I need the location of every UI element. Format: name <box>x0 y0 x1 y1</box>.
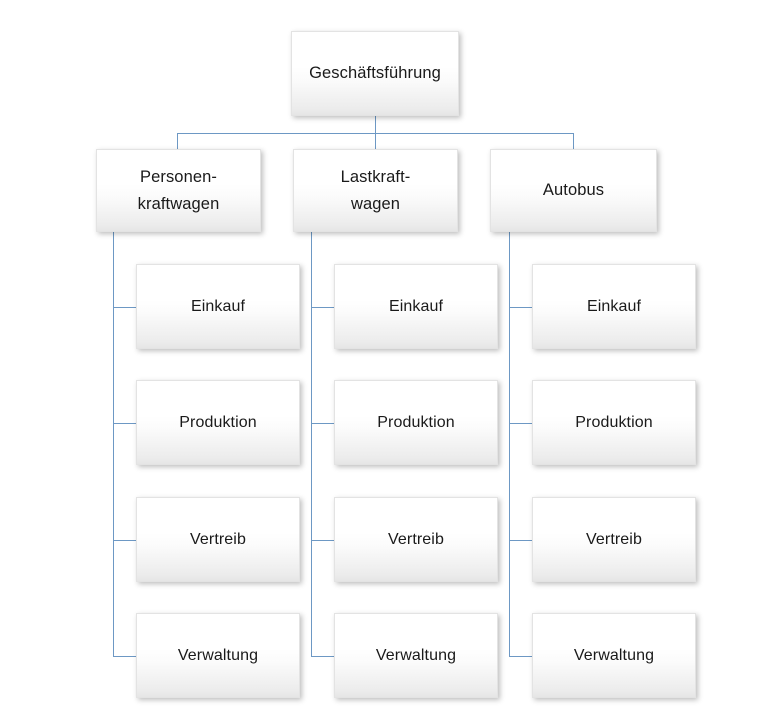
node-dept-bus-verwaltung[interactable]: Verwaltung <box>532 613 696 698</box>
node-dept-bus-einkauf[interactable]: Einkauf <box>532 264 696 349</box>
connector-stub-1-1 <box>113 307 136 308</box>
node-label: Produktion <box>179 413 257 431</box>
node-dept-pkw-produktion[interactable]: Produktion <box>136 380 300 465</box>
node-label: Personen- kraftwagen <box>137 167 220 213</box>
connector-drop-division-3 <box>573 133 574 149</box>
node-label: Verwaltung <box>573 646 655 664</box>
connector-stub-2-2 <box>311 423 334 424</box>
connector-stub-1-3 <box>113 540 136 541</box>
node-dept-pkw-einkauf[interactable]: Einkauf <box>136 264 300 349</box>
connector-stub-3-4 <box>509 656 532 657</box>
node-label: Einkauf <box>190 297 246 315</box>
node-label: Vertreib <box>190 530 246 548</box>
connector-stub-1-4 <box>113 656 136 657</box>
node-dept-bus-vertreib[interactable]: Vertreib <box>532 497 696 582</box>
node-division-autobus[interactable]: Autobus <box>490 149 657 232</box>
node-division-lastkraftwagen[interactable]: Lastkraft- wagen <box>293 149 458 232</box>
connector-stub-2-3 <box>311 540 334 541</box>
node-dept-lkw-verwaltung[interactable]: Verwaltung <box>334 613 498 698</box>
node-dept-pkw-vertreib[interactable]: Vertreib <box>136 497 300 582</box>
connector-stub-1-2 <box>113 423 136 424</box>
node-dept-lkw-einkauf[interactable]: Einkauf <box>334 264 498 349</box>
connector-stub-2-4 <box>311 656 334 657</box>
connector-spine-division-2 <box>311 232 312 656</box>
node-dept-pkw-verwaltung[interactable]: Verwaltung <box>136 613 300 698</box>
connector-root-bus <box>177 133 574 134</box>
connector-stub-2-1 <box>311 307 334 308</box>
node-root-geschaeftsfuehrung[interactable]: Geschäftsführung <box>291 31 459 116</box>
connector-drop-division-2 <box>375 133 376 149</box>
node-dept-bus-produktion[interactable]: Produktion <box>532 380 696 465</box>
node-label: Autobus <box>542 181 605 200</box>
node-label: Verwaltung <box>177 646 259 664</box>
connector-stub-3-1 <box>509 307 532 308</box>
node-label: Produktion <box>575 413 653 431</box>
node-label: Einkauf <box>388 297 444 315</box>
node-label: Verwaltung <box>375 646 457 664</box>
connector-root-stem <box>375 116 376 149</box>
connector-drop-division-1 <box>177 133 178 149</box>
node-label: Vertreib <box>388 530 444 548</box>
node-dept-lkw-vertreib[interactable]: Vertreib <box>334 497 498 582</box>
node-label: Geschäftsführung <box>309 64 441 83</box>
node-division-personenkraftwagen[interactable]: Personen- kraftwagen <box>96 149 261 232</box>
connector-spine-division-1 <box>113 232 114 656</box>
node-dept-lkw-produktion[interactable]: Produktion <box>334 380 498 465</box>
connector-spine-division-3 <box>509 232 510 656</box>
node-label: Produktion <box>377 413 455 431</box>
node-label: Lastkraft- wagen <box>340 167 411 213</box>
node-label: Einkauf <box>586 297 642 315</box>
connector-stub-3-2 <box>509 423 532 424</box>
connector-stub-3-3 <box>509 540 532 541</box>
node-label: Vertreib <box>586 530 642 548</box>
